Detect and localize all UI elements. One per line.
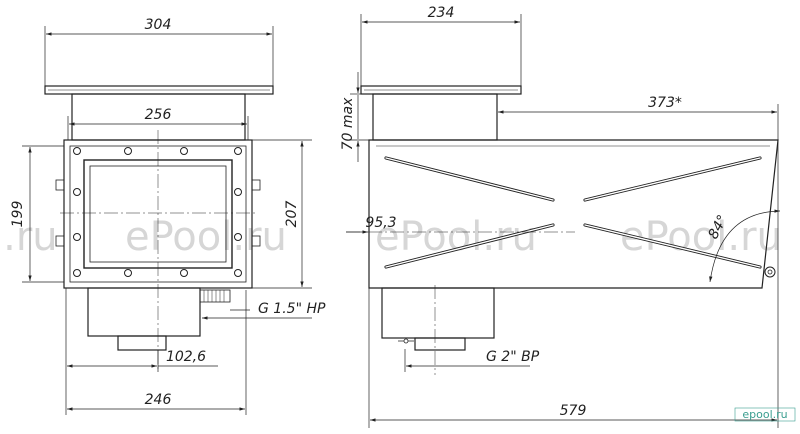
dim-304: 304 xyxy=(145,17,172,33)
logo-text: epool.ru xyxy=(742,408,787,421)
dim-579: 579 xyxy=(560,403,587,419)
dim-95-3: 95,3 xyxy=(365,215,396,231)
dim-373: 373* xyxy=(648,95,682,111)
dim-207: 207 xyxy=(284,201,300,228)
side-outlet-pipe xyxy=(414,337,466,351)
side-view xyxy=(346,85,779,375)
dim-256: 256 xyxy=(145,107,172,123)
side-dim-labels: 234 70 max 373* 95,3 84° G 2" BP 579 xyxy=(340,5,731,419)
front-dimensions xyxy=(22,26,312,415)
front-side-fitting xyxy=(199,289,231,303)
front-dim-labels: 304 256 199 207 G 1.5" HP 102,6 246 xyxy=(10,17,326,408)
dim-102-6: 102,6 xyxy=(166,349,206,365)
watermark-center-right: ePool.ru xyxy=(375,214,537,260)
site-logo: epool.ru xyxy=(734,407,796,422)
front-outlet-body xyxy=(87,287,201,337)
watermark-left: l.ru xyxy=(0,214,58,260)
front-view xyxy=(44,85,274,370)
dim-g2-bp: G 2" BP xyxy=(486,349,540,365)
side-dimensions xyxy=(346,14,781,428)
side-outlet-body xyxy=(381,287,495,339)
watermark-center-left: ePool.ru xyxy=(125,214,287,260)
dim-246: 246 xyxy=(145,392,172,408)
dim-70-max: 70 max xyxy=(340,97,356,150)
front-outlet-pipe xyxy=(117,335,167,351)
dim-199: 199 xyxy=(10,201,26,228)
side-round-fitting xyxy=(764,266,776,278)
side-body xyxy=(368,139,779,289)
side-neck xyxy=(372,93,498,141)
dim-g15-hp: G 1.5" HP xyxy=(258,301,326,317)
dim-234: 234 xyxy=(428,5,455,21)
front-screws xyxy=(73,147,242,277)
